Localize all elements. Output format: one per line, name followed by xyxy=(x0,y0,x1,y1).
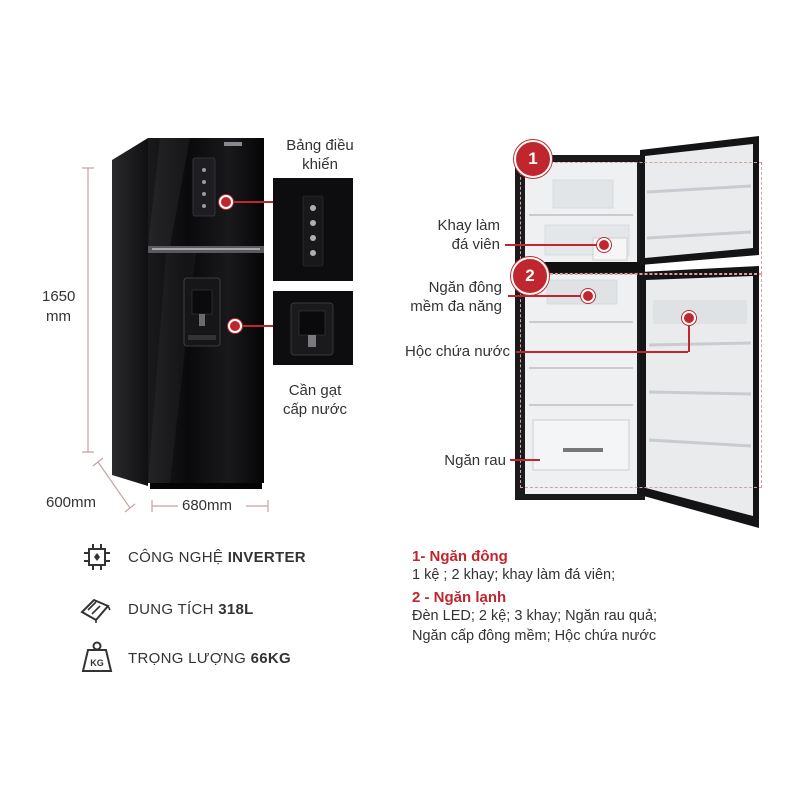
soft-freeze-marker xyxy=(581,289,595,303)
freezer-badge: 1 xyxy=(514,140,552,178)
inverter-chip-icon xyxy=(84,544,110,570)
fridge-title: 2 - Ngăn lạnh xyxy=(412,589,507,606)
fridge-text-1: Đèn LED; 2 kệ; 3 khay; Ngăn rau quả; xyxy=(412,608,658,624)
spec-inverter: CÔNG NGHỆ INVERTER xyxy=(70,540,390,576)
control-panel-marker xyxy=(219,195,233,209)
ice-tray-label: Khay làm đá viên xyxy=(437,217,500,253)
control-panel-label: Bảng điều khiển xyxy=(286,137,354,173)
water-tank-marker xyxy=(682,311,696,325)
veg-drawer-label: Ngăn rau xyxy=(444,452,506,469)
weight-kg-icon: KG xyxy=(81,641,113,672)
water-tank-label: Hộc chứa nước xyxy=(405,343,510,360)
ice-tray-marker xyxy=(597,238,611,252)
water-lever-label: Cần gạt cấp nước xyxy=(282,382,348,418)
control-panel-zoom xyxy=(273,178,353,281)
height-unit: mm xyxy=(46,308,71,325)
water-lever-zoom xyxy=(273,291,353,365)
depth-value: 600mm xyxy=(46,494,97,511)
details-block: 1- Ngăn đông 1 kệ ; 2 khay; khay làm đá … xyxy=(412,548,792,646)
capacity-icon xyxy=(80,598,111,623)
water-lever-marker xyxy=(228,319,242,333)
fridge-badge: 2 xyxy=(511,257,549,295)
width-value: 680mm xyxy=(182,497,233,514)
fridge-text-2: Ngăn cấp đông mềm; Hộc chứa nước xyxy=(412,628,657,644)
freezer-text: 1 kệ ; 2 khay; khay làm đá viên; xyxy=(412,567,616,583)
fridge-outline xyxy=(520,274,762,488)
fridge-closed-image xyxy=(100,130,270,500)
freezer-outline xyxy=(520,162,762,274)
dimension-graphic xyxy=(0,0,380,530)
spec-capacity: DUNG TÍCH 318L xyxy=(70,592,390,628)
height-value: 1650 xyxy=(42,288,76,305)
svg-text:KG: KG xyxy=(90,658,104,668)
freezer-title: 1- Ngăn đông xyxy=(412,548,508,565)
soft-freeze-label: Ngăn đông mềm đa năng xyxy=(410,279,502,315)
fridge-open-image xyxy=(515,130,765,530)
spec-weight: KG TRỌNG LƯỢNG 66KG xyxy=(70,640,390,676)
